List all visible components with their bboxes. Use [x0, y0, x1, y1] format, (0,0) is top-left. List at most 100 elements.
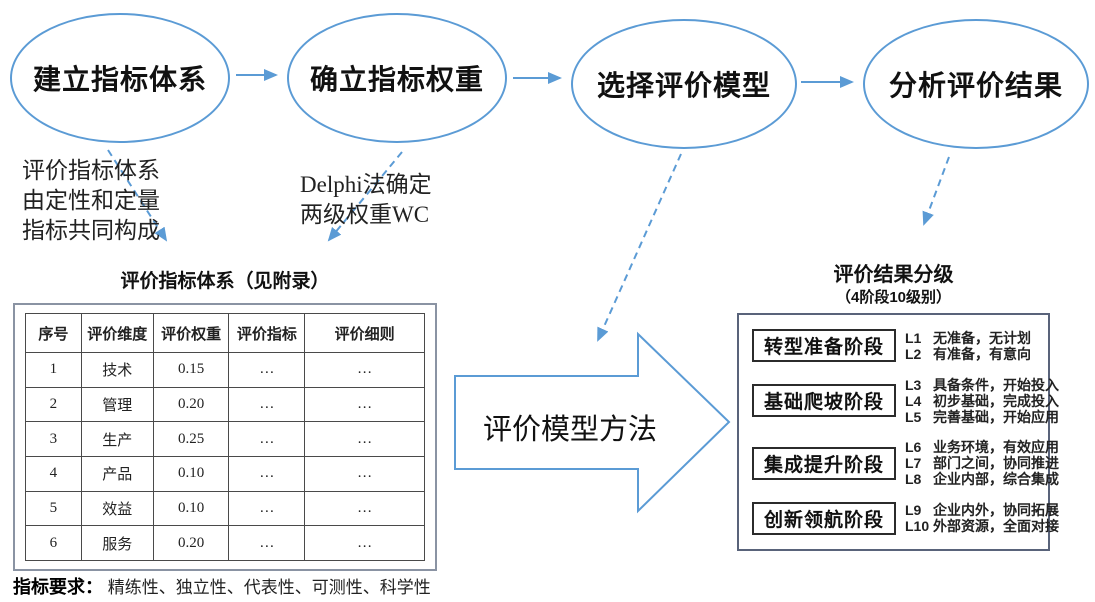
table-cell: … [304, 421, 425, 457]
level-code: L9 [905, 502, 922, 519]
table-cell: 服务 [80, 525, 154, 561]
level-text: 有准备，有意向 [933, 345, 1031, 362]
table-cell: 5 [25, 490, 82, 527]
flow-step-label: 选择评价模型 [596, 71, 771, 102]
table-cell: … [228, 352, 306, 388]
flow-step-select-model: 选择评价模型 [571, 19, 797, 149]
table-column-header: 序号 [25, 313, 82, 353]
table-cell: … [304, 490, 425, 527]
table-cell: … [228, 455, 306, 492]
grading-title: 评价结果分级 [833, 264, 954, 286]
table-cell: 技术 [80, 352, 154, 388]
flow-step-set-weights: 确立指标权重 [287, 13, 507, 143]
level-code: L10 [905, 518, 930, 535]
table-cell: … [228, 386, 306, 423]
annotation-line: 由定性和定量 [22, 188, 160, 213]
table-cell: 0.15 [152, 352, 230, 388]
level-text: 业务环境，有效应用 [933, 439, 1059, 456]
level-text: 企业内部，综合集成 [933, 471, 1059, 488]
level-code: L8 [905, 471, 922, 488]
annotation-line: 两级权重WC [300, 202, 430, 227]
table-cell: … [228, 421, 306, 457]
table-cell: 生产 [80, 421, 154, 457]
level-line: L8 企业内部，综合集成 [905, 471, 1059, 487]
table-cell: 0.25 [152, 421, 230, 457]
stage-levels: L6 业务环境，有效应用 L7 部门之间，协同推进 L8 企业内部，综合集成 [905, 439, 1059, 487]
level-code: L7 [905, 455, 922, 472]
dashed-arrow-4 [922, 156, 950, 226]
level-text: 部门之间，协同推进 [933, 455, 1059, 472]
level-code: L6 [905, 439, 922, 456]
indicator-requirements: 指标要求： 精练性、独立性、代表性、可测性、科学性 [13, 573, 483, 599]
flow-step-label: 分析评价结果 [888, 71, 1063, 102]
level-code: L3 [905, 376, 922, 393]
flow-step-establish-system: 建立指标体系 [10, 13, 230, 143]
table-cell: 0.20 [152, 525, 230, 561]
table-column-header: 评价权重 [152, 313, 230, 353]
level-code: L5 [905, 408, 922, 425]
annotation-line: 评价指标体系 [22, 158, 160, 183]
annotation-line: Delphi法确定 [300, 172, 432, 197]
table-cell: 效益 [80, 490, 154, 527]
table-cell: … [228, 490, 306, 527]
annotation-indicator-system: 评价指标体系 由定性和定量 指标共同构成 [22, 156, 160, 246]
stage-name-box: 转型准备阶段 [752, 329, 896, 363]
level-line: L4 初步基础，完成投入 [905, 393, 1059, 409]
table-cell: … [304, 352, 425, 388]
table-cell: … [228, 525, 306, 561]
dashed-arrow-1 [107, 149, 168, 242]
level-text: 外部资源，全面对接 [933, 518, 1059, 535]
level-text: 具备条件，开始投入 [933, 376, 1059, 393]
annotation-line: 指标共同构成 [22, 218, 160, 243]
annotation-delphi: Delphi法确定 两级权重WC [300, 170, 432, 230]
table-cell: … [304, 386, 425, 423]
indicator-table-title: 评价指标体系（见附录） [120, 271, 330, 292]
indicator-requirements-label: 指标要求： [13, 577, 103, 597]
table-cell: 6 [25, 525, 82, 561]
level-text: 无准备，无计划 [933, 329, 1031, 346]
indicator-requirements-text: 精练性、独立性、代表性、可测性、科学性 [107, 578, 431, 597]
level-code: L2 [905, 345, 922, 362]
level-code: L4 [905, 392, 922, 409]
level-line: L3 具备条件，开始投入 [905, 377, 1059, 393]
level-line: L2 有准备，有意向 [905, 346, 1031, 362]
table-cell: 0.10 [152, 490, 230, 527]
level-text: 初步基础，完成投入 [933, 392, 1059, 409]
flow-step-analyze-results: 分析评价结果 [863, 19, 1089, 149]
table-cell: 1 [25, 352, 82, 388]
table-column-header: 评价指标 [228, 313, 306, 353]
flow-step-label: 确立指标权重 [309, 65, 484, 96]
table-cell: 0.20 [152, 386, 230, 423]
table-column-header: 评价维度 [80, 313, 154, 353]
grading-stage-row: 集成提升阶段 L6 业务环境，有效应用 L7 部门之间，协同推进 L8 企业内部，综合集成 [739, 439, 1059, 487]
dashed-arrow-3 [597, 153, 682, 342]
flow-step-label: 建立指标体系 [32, 65, 207, 96]
level-line: L7 部门之间，协同推进 [905, 455, 1059, 471]
stage-name-box: 创新领航阶段 [752, 501, 896, 535]
table-cell: 4 [25, 455, 82, 492]
table-cell: … [304, 525, 425, 561]
table-cell: 3 [25, 421, 82, 457]
big-arrow-label: 评价模型方法 [482, 414, 657, 446]
stage-name-box: 集成提升阶段 [752, 446, 896, 480]
table-cell: 管理 [80, 386, 154, 423]
